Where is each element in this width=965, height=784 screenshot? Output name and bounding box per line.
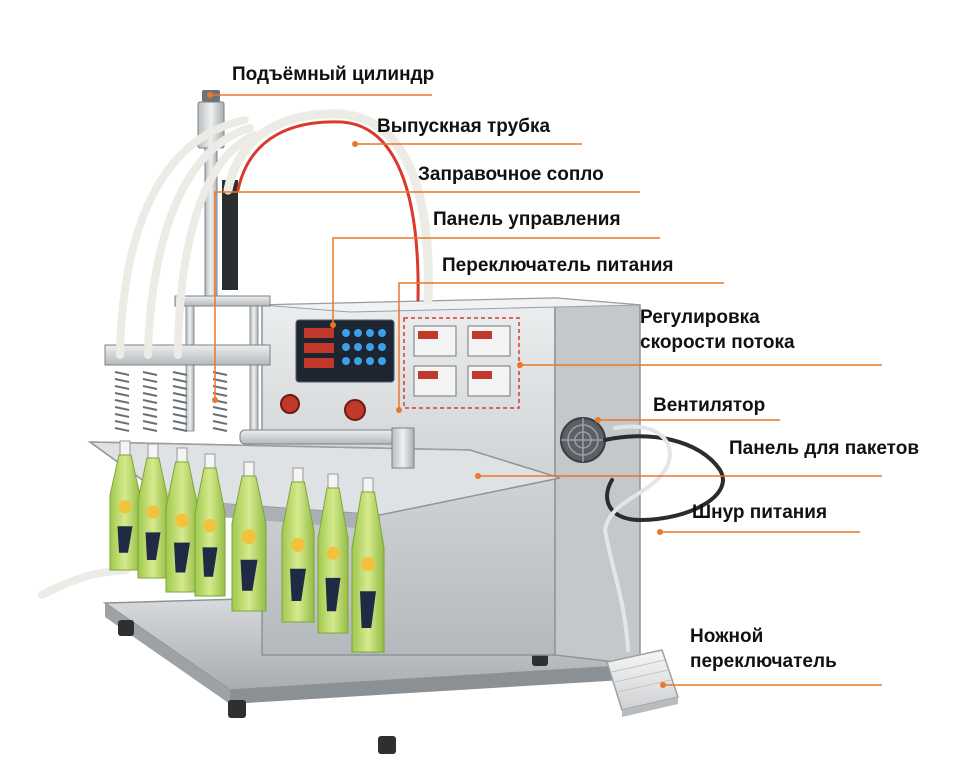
flow-speed-controllers (403, 317, 520, 409)
pouch (137, 443, 169, 579)
spring-coil (114, 406, 130, 411)
control-panel-screen (295, 319, 395, 383)
leader-filling-nozzle (214, 191, 640, 400)
spring-coil (142, 378, 158, 383)
spring-coil (172, 385, 188, 390)
spring-coil (212, 420, 228, 425)
label-flow-speed: Регулировка скорости потока (640, 305, 795, 355)
power-switch-buttons (280, 394, 366, 421)
label-outlet-tube: Выпускная трубка (377, 116, 551, 137)
spring-coil (114, 392, 130, 397)
spring-coil (114, 413, 130, 418)
fan-grille (560, 417, 606, 463)
label-flow-speed-line2: скорости потока (640, 332, 795, 353)
label-filling-nozzle: Заправочное сопло (418, 164, 604, 185)
spring-coil (142, 385, 158, 390)
pouch (317, 473, 349, 634)
spring-coil (114, 399, 130, 404)
power-cord-cables (38, 424, 725, 652)
spring-coil (142, 399, 158, 404)
label-power-switch: Переключатель питания (442, 255, 674, 276)
spout-pouches (109, 440, 385, 653)
spring-coil (114, 427, 130, 432)
label-lift-cylinder: Подъёмный цилиндр (232, 64, 435, 85)
spring-coil (172, 420, 188, 425)
label-bag-panel: Панель для пакетов (729, 438, 919, 459)
pouch (231, 461, 267, 612)
spring-coil (212, 413, 228, 418)
pouch (351, 477, 385, 653)
spring-coil (114, 420, 130, 425)
nozzle-springs (114, 371, 228, 432)
foot-pedal (606, 649, 679, 717)
spring-coil (172, 392, 188, 397)
spring-coil (142, 371, 158, 376)
spring-coil (142, 392, 158, 397)
label-foot-switch: Ножной переключатель (690, 624, 837, 674)
pouch (165, 447, 199, 593)
spring-coil (114, 378, 130, 383)
spring-coil (142, 427, 158, 432)
leader-control-panel (332, 237, 660, 325)
spring-coil (142, 420, 158, 425)
spring-coil (172, 371, 188, 376)
leader-power-switch (398, 282, 724, 410)
lift-cylinder (197, 90, 238, 299)
spring-coil (172, 406, 188, 411)
spring-coil (172, 378, 188, 383)
label-fan: Вентилятор (653, 395, 766, 416)
pouch (281, 467, 315, 623)
spring-coil (114, 385, 130, 390)
label-foot-switch-line2: переключатель (690, 651, 837, 672)
label-control-panel: Панель управления (433, 209, 621, 230)
pouch (109, 440, 141, 571)
spring-coil (212, 406, 228, 411)
spring-coil (172, 427, 188, 432)
label-foot-switch-line1: Ножной (690, 626, 764, 647)
spring-coil (142, 413, 158, 418)
spring-coil (172, 399, 188, 404)
spring-coil (172, 413, 188, 418)
spring-coil (142, 406, 158, 411)
label-flow-speed-line1: Регулировка (640, 307, 760, 328)
label-power-cord: Шнур питания (692, 502, 828, 523)
spring-coil (114, 371, 130, 376)
spring-coil (212, 427, 228, 432)
outlet-tubes (116, 109, 433, 359)
pouch (194, 453, 226, 597)
